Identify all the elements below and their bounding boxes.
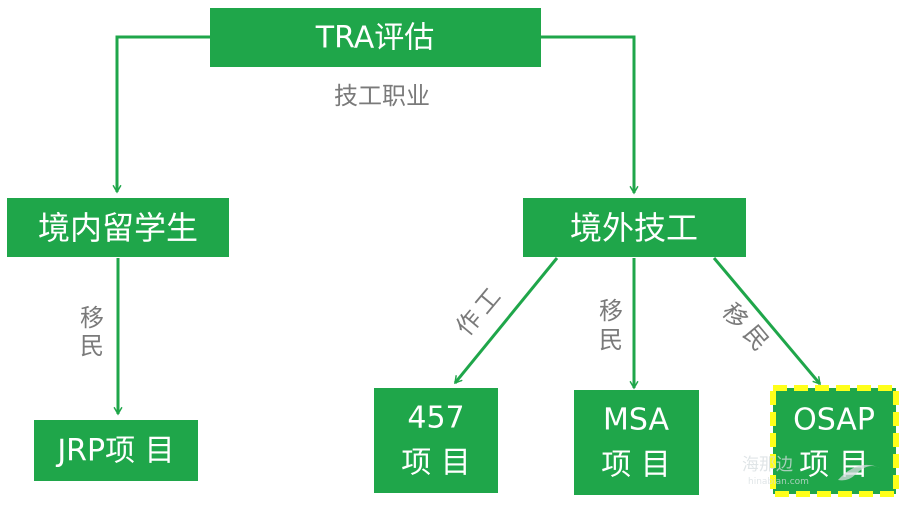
node-457-line1: 457 — [407, 401, 464, 436]
edge-label-migrate-jrp-char2: 民 — [80, 332, 104, 360]
node-tra-label: TRA评估 — [315, 21, 434, 56]
watermark-brand: 海那边 — [742, 455, 793, 475]
node-msa-line2: 项 目 — [601, 448, 671, 483]
node-msa-line1: MSA — [603, 403, 669, 438]
edge-label-migrate-osap: 移 民 — [717, 298, 775, 356]
node-osap-line2: 项 目 — [799, 448, 869, 483]
edge-tra-to-overseas-workers — [541, 35, 634, 193]
node-osap-line1: OSAP — [793, 403, 875, 438]
node-osap-project: OSAP 项 目 — [770, 385, 899, 497]
edge-overseas-workers-to-osap — [712, 257, 822, 384]
node-overseas-workers-label: 境外技工 — [570, 209, 698, 247]
node-457-project: 457 项 目 — [374, 388, 498, 493]
watermark: 海那边 hinabian.com — [742, 455, 880, 487]
edge-label-migrate-msa: 移 民 — [599, 297, 623, 354]
node-msa-project: MSA 项 目 — [574, 390, 699, 495]
edge-overseas-workers-to-457 — [453, 257, 559, 383]
edge-label-skilled-occupation: 技工职业 — [334, 82, 430, 110]
edge-label-migrate-jrp-char1: 移 — [80, 304, 104, 332]
node-jrp-project: JRP项 目 — [34, 420, 198, 481]
edge-label-migrate-jrp: 移 民 — [80, 304, 104, 360]
node-domestic-students: 境内留学生 — [7, 198, 229, 257]
watermark-url: hinabian.com — [748, 477, 809, 487]
node-jrp-label: JRP项 目 — [55, 434, 174, 469]
edge-label-migrate-msa-char1: 移 — [599, 297, 623, 325]
node-tra-assessment: TRA评估 — [210, 8, 541, 67]
edges — [117, 35, 822, 414]
edge-tra-to-domestic-students — [117, 35, 210, 192]
node-domestic-students-label: 境内留学生 — [38, 209, 198, 247]
node-457-line2: 项 目 — [401, 446, 471, 481]
watermark-wave-icon — [838, 464, 880, 481]
node-overseas-workers: 境外技工 — [523, 198, 746, 257]
edge-label-migrate-msa-char2: 民 — [599, 326, 623, 354]
